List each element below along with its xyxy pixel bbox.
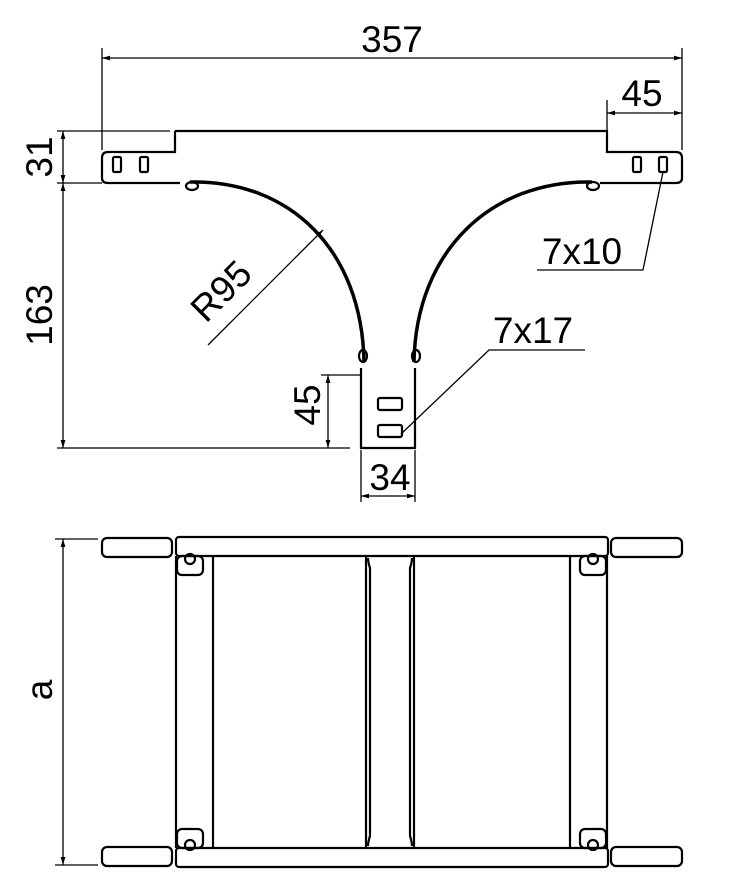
dim-width-a: a — [19, 679, 60, 700]
flange-slot — [631, 155, 643, 174]
top-rail — [174, 535, 610, 558]
label-slot-flange: 7x10 — [542, 231, 622, 272]
flange-pad — [609, 845, 684, 868]
dim-total-width: 357 — [361, 19, 423, 60]
tab-slot — [376, 423, 404, 439]
flange-slot — [138, 155, 150, 174]
leader-slot-tab — [400, 349, 585, 435]
connector-bolt — [184, 180, 200, 192]
dim-flange-width: 45 — [621, 73, 662, 114]
bottom-rail — [174, 846, 610, 869]
dim-line-radius — [207, 229, 324, 346]
leader-slot-flange — [537, 171, 664, 271]
flange-pad — [609, 536, 684, 559]
dim-tab-width: 34 — [369, 457, 410, 498]
dim-height: 163 — [19, 284, 60, 346]
connector-bolt — [585, 180, 601, 192]
bottom-view: a — [19, 535, 684, 869]
right-curved-side — [412, 180, 593, 363]
corner-bolts — [175, 552, 608, 852]
label-slot-tab: 7x17 — [493, 310, 573, 351]
center-joint — [366, 557, 414, 847]
connector-bolt — [357, 348, 369, 364]
flange-pad — [100, 536, 174, 559]
bottom-tab — [359, 368, 417, 450]
tab-slot — [376, 396, 404, 412]
tee-outline — [100, 129, 684, 185]
connector-bolt — [410, 348, 422, 364]
dim-radius: R95 — [183, 253, 260, 330]
flange-slot — [111, 155, 123, 174]
flange-slot — [657, 155, 669, 174]
top-view: 357 45 31 163 R95 45 34 7x10 7x17 — [19, 19, 684, 502]
left-curved-side — [189, 180, 366, 363]
flange-pad — [100, 845, 174, 868]
dim-flange-height: 31 — [19, 136, 60, 177]
dim-tab-height: 45 — [287, 384, 328, 425]
